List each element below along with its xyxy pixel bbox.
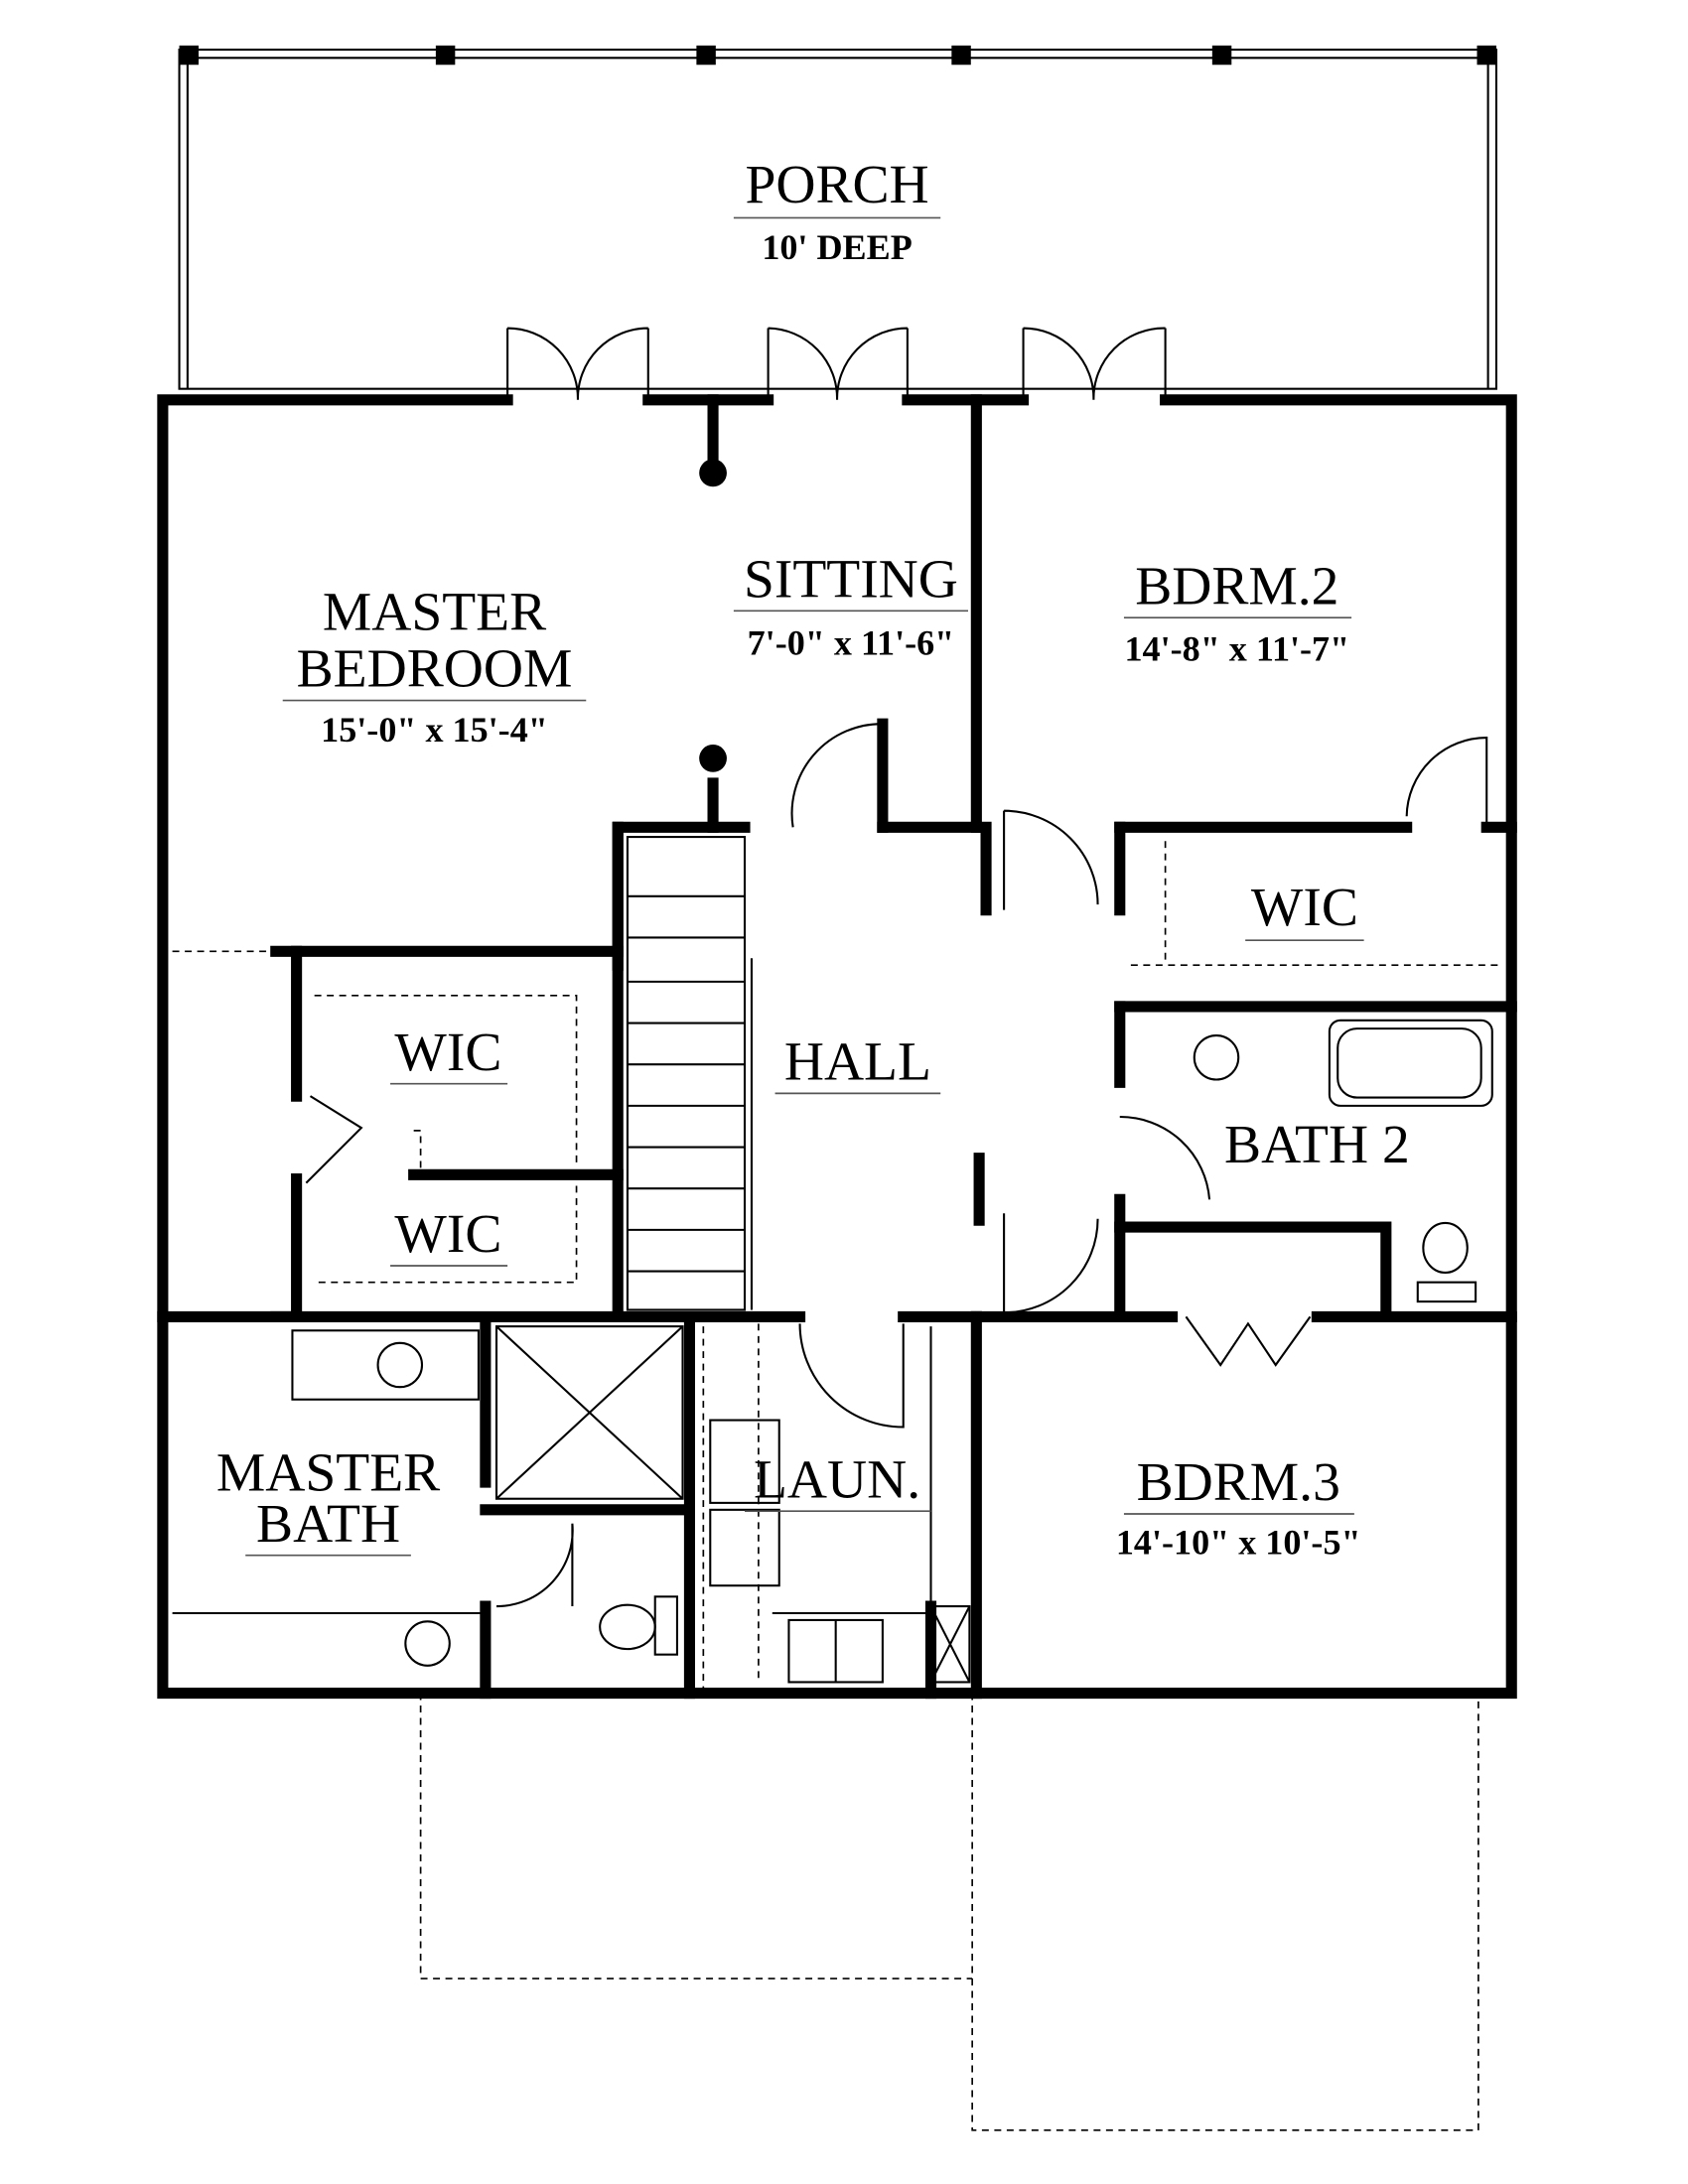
master-bedroom-label-1: MASTER [323, 582, 546, 643]
laundry-label: LAUN. [754, 1448, 920, 1510]
columns [699, 459, 727, 772]
fixtures [172, 1019, 1493, 1684]
wic-bdrm2-label: WIC [1251, 877, 1358, 938]
porch-label: PORCH [745, 154, 928, 215]
bdrm3-label: BDRM.3 [1137, 1451, 1340, 1513]
sitting-label: SITTING [744, 548, 958, 610]
master-bath-label-1: MASTER [216, 1441, 440, 1503]
dashed-lines [172, 841, 1503, 2131]
wic-master-2-label: WIC [394, 1203, 501, 1265]
bdrm3-size: 14'-10" x 10'-5" [1116, 1522, 1361, 1562]
master-bedroom-label-2: BEDROOM [297, 638, 573, 700]
bath2-label: BATH 2 [1224, 1114, 1410, 1175]
staircase [626, 836, 753, 1311]
master-bath-label-2: BATH [256, 1493, 400, 1555]
bdrm2-size: 14'-8" x 11'-7" [1125, 628, 1350, 668]
room-labels: PORCH 10' DEEP MASTER BEDROOM 15'-0" x 1… [216, 154, 1410, 1562]
interior-doors [305, 723, 1488, 1608]
hall-label: HALL [784, 1031, 931, 1093]
sitting-size: 7'-0" x 11'-6" [748, 623, 955, 663]
porch-doors [506, 327, 1167, 400]
porch-size: 10' DEEP [762, 227, 912, 267]
interior-walls [157, 394, 1517, 1700]
master-bedroom-size: 15'-0" x 15'-4" [321, 710, 548, 750]
bdrm2-label: BDRM.2 [1135, 555, 1338, 616]
wic-master-1-label: WIC [394, 1022, 501, 1083]
